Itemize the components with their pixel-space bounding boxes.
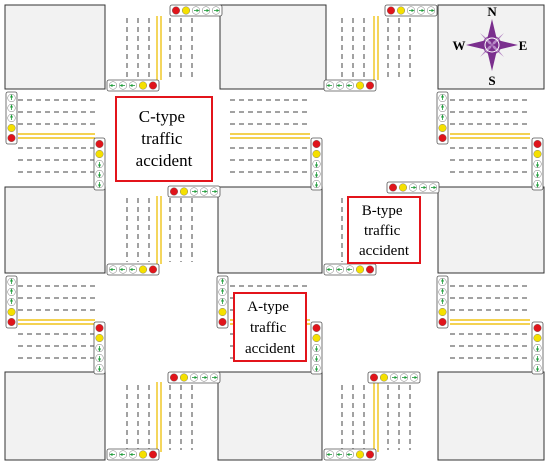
compass-east: E bbox=[519, 38, 528, 53]
block-top-center bbox=[219, 4, 327, 90]
a-type-label-2: traffic bbox=[250, 320, 287, 336]
compass-west: W bbox=[453, 38, 466, 53]
vertical-lanes bbox=[126, 18, 411, 450]
traffic-light-icon bbox=[323, 79, 377, 92]
c-type-label-1: C-type bbox=[139, 107, 185, 126]
traffic-light-icon bbox=[436, 91, 449, 145]
compass-north: N bbox=[487, 4, 497, 19]
block-middle-right bbox=[437, 186, 545, 274]
accident-a-type: A-type traffic accident bbox=[233, 292, 307, 362]
city-blocks bbox=[4, 4, 545, 461]
block-bottom-center bbox=[217, 371, 323, 461]
b-type-label-1: B-type bbox=[362, 203, 403, 219]
c-type-label-2: traffic bbox=[141, 129, 183, 148]
traffic-light-icon bbox=[106, 79, 160, 92]
svg-text:C-type traffic acc: C-type traffic accident bbox=[136, 107, 193, 170]
a-type-label-1: A-type bbox=[247, 299, 289, 315]
a-type-label-3: accident bbox=[245, 341, 296, 357]
traffic-lights bbox=[5, 4, 544, 461]
accident-b-type: B-type traffic accident bbox=[347, 196, 421, 264]
block-bottom-right bbox=[437, 371, 545, 461]
traffic-light-icon bbox=[106, 448, 160, 461]
traffic-light-icon bbox=[93, 137, 106, 191]
block-bottom-left bbox=[4, 371, 106, 461]
compass-rose-icon: N E S W bbox=[453, 4, 528, 88]
traffic-light-icon bbox=[386, 181, 440, 194]
traffic-light-icon bbox=[167, 371, 221, 384]
accident-c-type: C-type traffic accident bbox=[115, 96, 213, 182]
svg-text:B-type traffic acc: B-type traffic accident bbox=[359, 203, 410, 259]
traffic-light-icon bbox=[323, 263, 377, 276]
traffic-light-icon bbox=[167, 185, 221, 198]
block-middle-center bbox=[217, 186, 323, 274]
traffic-light-icon bbox=[93, 321, 106, 375]
compass-south: S bbox=[488, 73, 495, 88]
traffic-light-icon bbox=[106, 263, 160, 276]
traffic-light-icon bbox=[367, 371, 421, 384]
block-top-left bbox=[4, 4, 106, 90]
b-type-label-2: traffic bbox=[364, 223, 401, 239]
traffic-light-icon bbox=[169, 4, 223, 17]
traffic-light-icon bbox=[310, 321, 323, 375]
traffic-light-icon bbox=[5, 91, 18, 145]
traffic-light-icon bbox=[384, 4, 438, 17]
b-type-label-3: accident bbox=[359, 243, 410, 259]
traffic-light-icon bbox=[323, 448, 377, 461]
block-middle-left bbox=[4, 186, 106, 274]
traffic-light-icon bbox=[216, 275, 229, 329]
svg-text:A-type traffic acc: A-type traffic accident bbox=[245, 299, 296, 357]
traffic-light-icon bbox=[436, 275, 449, 329]
traffic-light-icon bbox=[531, 321, 544, 375]
traffic-light-icon bbox=[310, 137, 323, 191]
c-type-label-3: accident bbox=[136, 151, 193, 170]
traffic-light-icon bbox=[531, 137, 544, 191]
traffic-light-icon bbox=[5, 275, 18, 329]
